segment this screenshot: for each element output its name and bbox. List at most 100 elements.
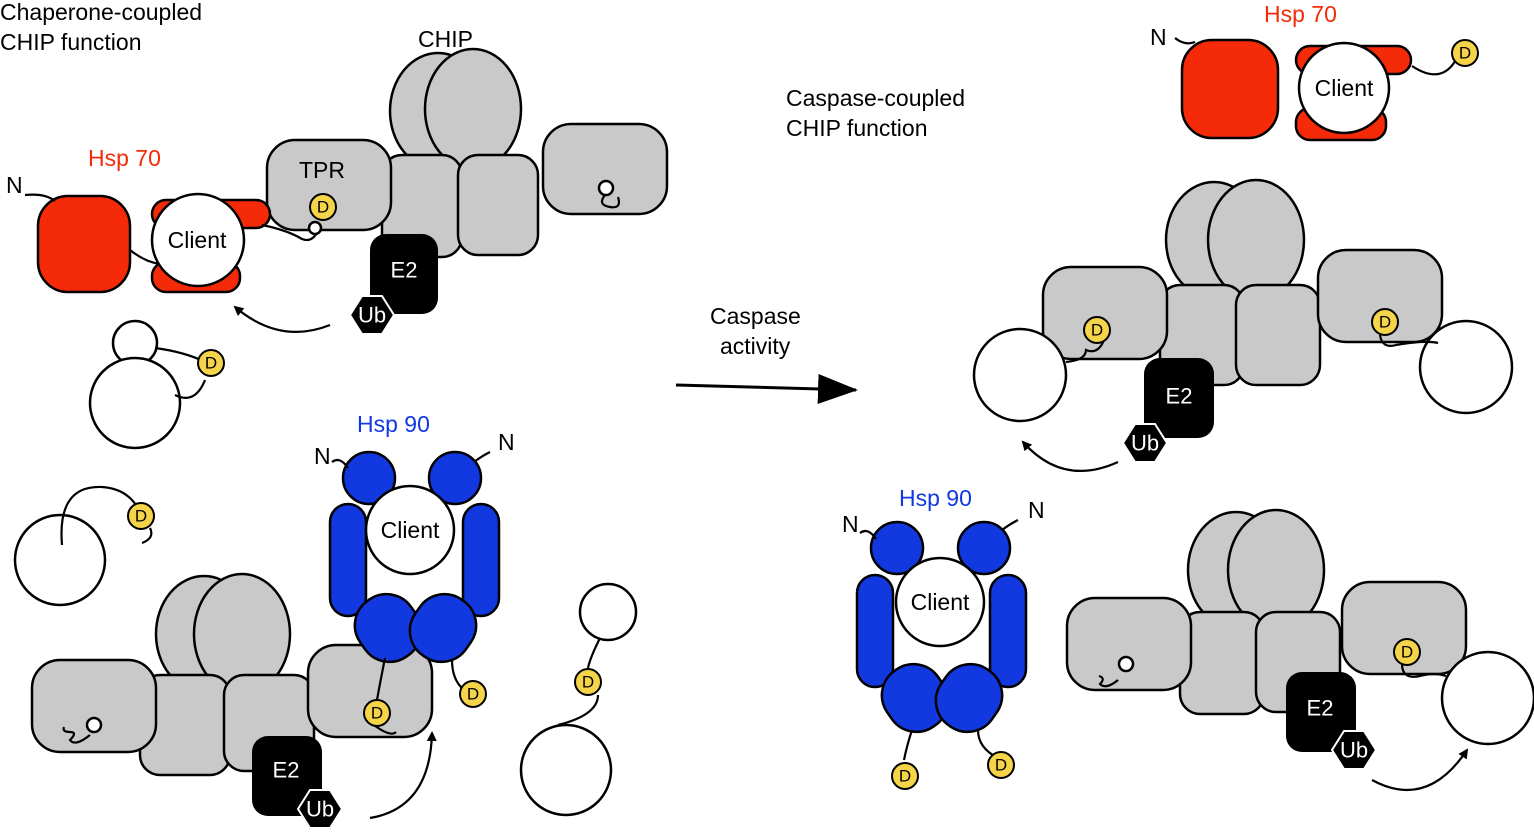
left-title-line2: CHIP function bbox=[0, 29, 141, 55]
client-hsp90-left bbox=[364, 484, 456, 576]
hsp70-nbd bbox=[36, 194, 132, 294]
hsp90-n-tail-left bbox=[331, 458, 349, 469]
middle-right-chip-complex: D D E2 Ub bbox=[972, 178, 1514, 473]
right-title-line2: CHIP function bbox=[786, 115, 927, 141]
fragment-large-circle bbox=[519, 723, 613, 817]
fragment-tail-b bbox=[557, 694, 600, 727]
d-label: D bbox=[995, 756, 1007, 775]
hsp90-ctd-left bbox=[880, 662, 950, 734]
bottom-right-chip-complex: D E2 Ub bbox=[1065, 508, 1534, 792]
hsp90-c-tail-left bbox=[902, 729, 914, 761]
fragment-tail-a bbox=[586, 637, 601, 669]
e2-enzyme bbox=[370, 234, 438, 314]
tail-bead bbox=[307, 220, 323, 236]
hsp70-label-right: Hsp 70 bbox=[1264, 1, 1337, 27]
degron-d bbox=[1451, 39, 1479, 67]
bottom-left-chip-complex: Hsp 90 Client N N D D E2 Ub bbox=[30, 411, 515, 829]
substrate-circle-left bbox=[972, 327, 1068, 423]
e2-enzyme bbox=[1286, 672, 1356, 752]
hsp90-ctd-right bbox=[408, 592, 478, 664]
caspase-arrow-label-line1: Caspase bbox=[710, 303, 801, 329]
hsp70-c-tail bbox=[1411, 57, 1458, 76]
ub-label: Ub bbox=[306, 797, 334, 822]
ub-transfer-arrow bbox=[1021, 440, 1119, 473]
fragment-large-circle bbox=[88, 356, 182, 450]
hsp90-ntd-right bbox=[956, 520, 1012, 576]
substrate-tail-right bbox=[1378, 334, 1439, 347]
degron-d-fragment-left bbox=[197, 349, 225, 377]
fragment-tail-end bbox=[141, 527, 153, 545]
d-label: D bbox=[1379, 313, 1391, 332]
chip-coiled-domain-b bbox=[456, 153, 540, 257]
d-label: D bbox=[317, 198, 329, 217]
hsp70-n-tail bbox=[24, 193, 56, 202]
fragment-small-circle bbox=[578, 582, 638, 642]
hsp90-c-tail-left bbox=[375, 657, 387, 701]
top-left-chip-complex: TPR CHIP Hsp 70 N Client D E2 Ub bbox=[6, 26, 669, 335]
ub-label: Ub bbox=[358, 303, 386, 328]
tpr-pocket-right bbox=[600, 194, 621, 209]
degron-d bbox=[1393, 638, 1421, 666]
tpr-pocket bbox=[1098, 674, 1119, 688]
hsp90-ctd-right bbox=[934, 662, 1004, 734]
client-hsp70-left bbox=[150, 192, 246, 288]
top-right-hsp70: Hsp 70 N Client D bbox=[1150, 1, 1479, 142]
n-label-left: N bbox=[842, 511, 859, 537]
ubiquitin-hexagon bbox=[348, 295, 396, 335]
ubiquitin-hexagon bbox=[1330, 730, 1378, 770]
degron-d-left bbox=[891, 762, 919, 790]
tpr-pocket bbox=[62, 726, 91, 744]
hsp70-nbd bbox=[1180, 38, 1280, 140]
ub-transfer-arrow bbox=[233, 305, 331, 333]
hsp90-ntd-right bbox=[427, 450, 483, 506]
fragment-circle-lower bbox=[13, 513, 107, 607]
hsp90-label-left: Hsp 90 bbox=[357, 411, 430, 437]
chip-tpr-right bbox=[1316, 248, 1444, 344]
hsp70-c-tail bbox=[261, 223, 319, 242]
d-label: D bbox=[371, 704, 383, 723]
substrate-circle-right bbox=[1418, 319, 1514, 415]
chip-label: CHIP bbox=[418, 26, 473, 52]
cleaved-fragment-left-lower: D bbox=[13, 485, 155, 607]
d-label: D bbox=[1091, 321, 1103, 340]
degron-d-hsp90-bound bbox=[363, 699, 391, 727]
e2-enzyme bbox=[252, 736, 322, 816]
client-label: Client bbox=[911, 589, 970, 615]
substrate-tail bbox=[1400, 663, 1447, 678]
hsp90-n-tail-left bbox=[859, 529, 877, 540]
e2-label: E2 bbox=[1307, 696, 1334, 721]
fragment-tail-b bbox=[174, 379, 207, 399]
degron-d-left bbox=[1083, 316, 1111, 344]
tpr-pocket-bead bbox=[1117, 655, 1135, 673]
chip-tpr-left bbox=[30, 658, 158, 754]
bottom-right-hsp90: Hsp 90 Client N N D D bbox=[842, 485, 1045, 790]
tpr-pocket-bead bbox=[85, 716, 103, 734]
hsp90-md-right bbox=[988, 573, 1028, 689]
hsp90-n-tail-right bbox=[1001, 519, 1019, 531]
chip-tpr-left bbox=[1041, 265, 1169, 361]
d-label: D bbox=[1401, 643, 1413, 662]
caspase-arrow-label-line2: activity bbox=[720, 333, 791, 359]
cleaved-fragment-bottom-center: D bbox=[519, 582, 638, 817]
substrate-circle bbox=[1440, 650, 1534, 746]
e2-label: E2 bbox=[1166, 384, 1193, 409]
client-label-left: Client bbox=[168, 227, 227, 253]
d-label: D bbox=[899, 767, 911, 786]
client-hsp90-right bbox=[894, 556, 986, 648]
chip-middle-b bbox=[1234, 283, 1322, 387]
d-label: D bbox=[135, 507, 147, 526]
degron-d bbox=[574, 668, 602, 696]
chip-tpr-left bbox=[1065, 596, 1193, 692]
d-label: D bbox=[205, 354, 217, 373]
right-title-line1: Caspase-coupled bbox=[786, 85, 965, 111]
fragment-loop bbox=[60, 485, 144, 546]
n-label-right: N bbox=[1028, 497, 1045, 523]
ub-label: Ub bbox=[1131, 431, 1159, 456]
n-label-left: N bbox=[314, 443, 331, 469]
hsp90-md-left bbox=[855, 573, 895, 689]
hsp90-ctd-left bbox=[353, 592, 423, 664]
client-label: Client bbox=[381, 517, 440, 543]
e2-label: E2 bbox=[273, 758, 300, 783]
chip-tpr-domain bbox=[265, 138, 393, 232]
e2-enzyme bbox=[1144, 358, 1214, 438]
